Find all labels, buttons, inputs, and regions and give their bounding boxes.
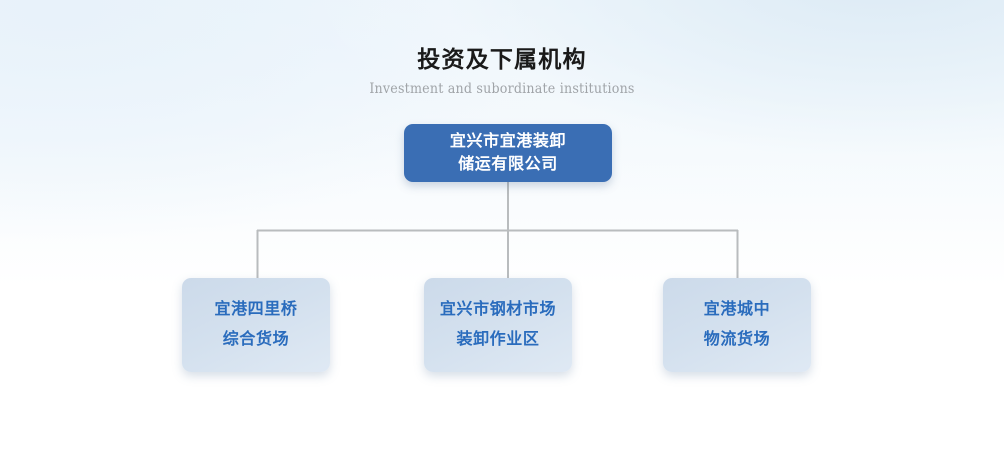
org-node-child-2[interactable]: 宜兴市钢材市场 装卸作业区 bbox=[424, 278, 572, 372]
org-node-root-line-2: 储运有限公司 bbox=[458, 156, 558, 173]
org-node-child-1-line-1: 宜港四里桥 bbox=[214, 301, 298, 318]
org-node-child-3-line-2: 物流货场 bbox=[703, 331, 771, 348]
page-header: 投资及下属机构 Investment and subordinate insti… bbox=[0, 44, 1004, 98]
page-subtitle: Investment and subordinate institutions bbox=[369, 81, 635, 97]
org-node-child-1-line-2: 综合货场 bbox=[222, 331, 290, 348]
org-node-root[interactable]: 宜兴市宜港装卸 储运有限公司 bbox=[404, 124, 612, 182]
org-node-root-line-1: 宜兴市宜港装卸 bbox=[449, 133, 567, 150]
org-node-child-3-line-1: 宜港城中 bbox=[703, 301, 771, 318]
page-title: 投资及下属机构 bbox=[417, 46, 587, 72]
org-node-child-3[interactable]: 宜港城中 物流货场 bbox=[663, 278, 811, 372]
org-node-child-2-line-1: 宜兴市钢材市场 bbox=[439, 301, 557, 318]
org-node-child-2-line-2: 装卸作业区 bbox=[456, 331, 540, 348]
org-node-child-1[interactable]: 宜港四里桥 综合货场 bbox=[182, 278, 330, 372]
